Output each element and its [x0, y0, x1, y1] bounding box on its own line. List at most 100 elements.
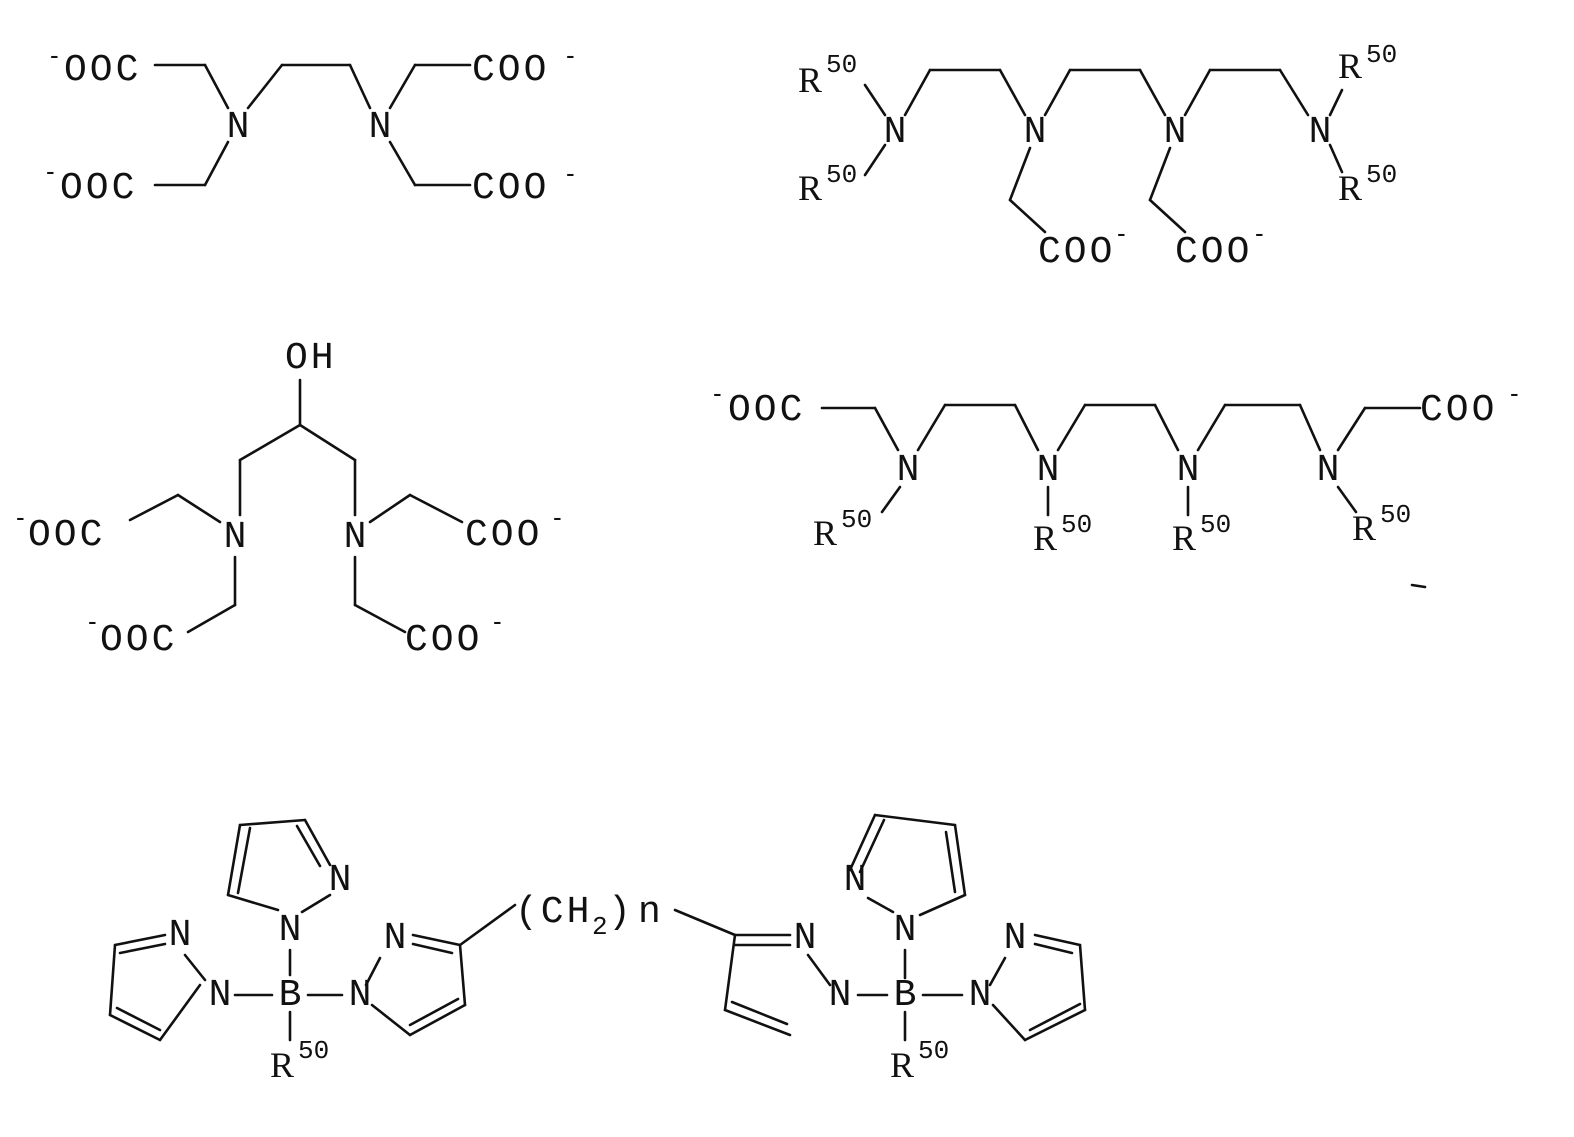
- bond: [905, 70, 930, 115]
- atom-label: 50: [1061, 510, 1092, 540]
- bond: [1185, 70, 1210, 115]
- atom-label: 50: [1366, 160, 1397, 190]
- atom-label: COO: [1175, 231, 1252, 274]
- atom-label: N: [1164, 111, 1187, 154]
- atom-label: (CH: [515, 891, 592, 934]
- bond: [390, 142, 415, 185]
- atom-label: R: [1172, 518, 1196, 558]
- bond: [990, 958, 1005, 985]
- bond: [1045, 70, 1070, 115]
- atom-label: N: [344, 516, 367, 559]
- bond: [185, 955, 205, 980]
- bond: [1140, 70, 1165, 115]
- atom-label: R: [798, 168, 822, 208]
- bond: [993, 1005, 1025, 1040]
- bond: [1150, 148, 1170, 200]
- atom-label: N: [1004, 917, 1027, 960]
- atom-label: N: [897, 449, 920, 492]
- atom-label: N: [329, 859, 352, 902]
- bond: [350, 65, 370, 108]
- atom-label: R: [890, 1045, 914, 1085]
- atom-label: -: [1255, 218, 1264, 248]
- bond: [732, 1002, 787, 1024]
- bond: [1338, 408, 1365, 450]
- atom-label: -: [1510, 378, 1519, 408]
- bond: [955, 825, 965, 895]
- atom-label: N: [1317, 449, 1340, 492]
- bond: [297, 826, 320, 866]
- atom-label: OOC: [100, 619, 177, 662]
- bond: [130, 495, 178, 520]
- bond: [1198, 405, 1225, 450]
- atom-label: N: [1177, 449, 1200, 492]
- atom-label: -: [713, 378, 722, 408]
- bond: [228, 825, 240, 895]
- bond: [390, 65, 415, 108]
- bond: [460, 905, 515, 945]
- bond: [370, 495, 410, 522]
- atom-label: COO: [1038, 231, 1115, 274]
- bond: [120, 944, 165, 953]
- atom-label: B: [894, 974, 917, 1017]
- bond: [868, 898, 893, 912]
- atom-label: R: [798, 60, 822, 100]
- bond: [240, 425, 300, 460]
- atom-label: 50: [826, 160, 857, 190]
- bond: [920, 895, 965, 915]
- bond: [228, 895, 278, 910]
- atom-label: N: [794, 917, 817, 960]
- atom-label: -: [1117, 218, 1126, 248]
- bond: [865, 85, 885, 115]
- atom-label: 2: [592, 912, 608, 942]
- bond: [875, 408, 898, 450]
- bond: [305, 820, 330, 865]
- atom-label: -: [553, 502, 562, 532]
- bond: [1025, 1010, 1085, 1040]
- bond: [875, 815, 955, 825]
- bond: [413, 935, 460, 945]
- atom-label: 50: [826, 50, 857, 80]
- bond: [115, 935, 165, 945]
- bond: [178, 495, 220, 522]
- atom-label: N: [384, 917, 407, 960]
- bond: [1155, 405, 1178, 450]
- bonds: [110, 65, 1425, 1040]
- atom-label: N: [1309, 111, 1332, 154]
- atom-label: n: [638, 891, 664, 934]
- bond: [946, 832, 955, 892]
- atom-label: OOC: [64, 49, 141, 92]
- bond: [1280, 70, 1308, 115]
- bond: [238, 828, 250, 893]
- atom-label: 50: [298, 1036, 329, 1066]
- bond: [300, 425, 355, 460]
- atom-label: N: [209, 974, 232, 1017]
- atom-label: N: [369, 106, 392, 149]
- atom-label: N: [969, 974, 992, 1017]
- atom-label: N: [1037, 449, 1060, 492]
- bond: [355, 605, 405, 632]
- atom-label: N: [1024, 111, 1047, 154]
- atom-label: R: [1338, 168, 1362, 208]
- atom-label: COO: [472, 167, 549, 210]
- atom-label: 50: [1366, 40, 1397, 70]
- atom-label: N: [844, 859, 867, 902]
- bond: [1010, 200, 1045, 232]
- atom-label: 50: [1380, 500, 1411, 530]
- atom-label: N: [169, 914, 192, 957]
- bond: [1035, 944, 1072, 953]
- atom-label: COO: [465, 514, 542, 557]
- bond: [240, 820, 305, 825]
- atom-label: R: [1033, 518, 1057, 558]
- atom-label: R: [1352, 508, 1376, 548]
- atom-label: -: [566, 40, 575, 70]
- bond: [205, 65, 228, 108]
- atom-label: R: [813, 513, 837, 553]
- bond: [1058, 405, 1085, 450]
- bond: [205, 142, 228, 185]
- atom-label: N: [829, 974, 852, 1017]
- bond: [410, 495, 462, 522]
- atom-label: R: [270, 1045, 294, 1085]
- atom-label: -: [50, 40, 59, 70]
- bond: [725, 935, 735, 1010]
- atom-label: R: [1338, 46, 1362, 86]
